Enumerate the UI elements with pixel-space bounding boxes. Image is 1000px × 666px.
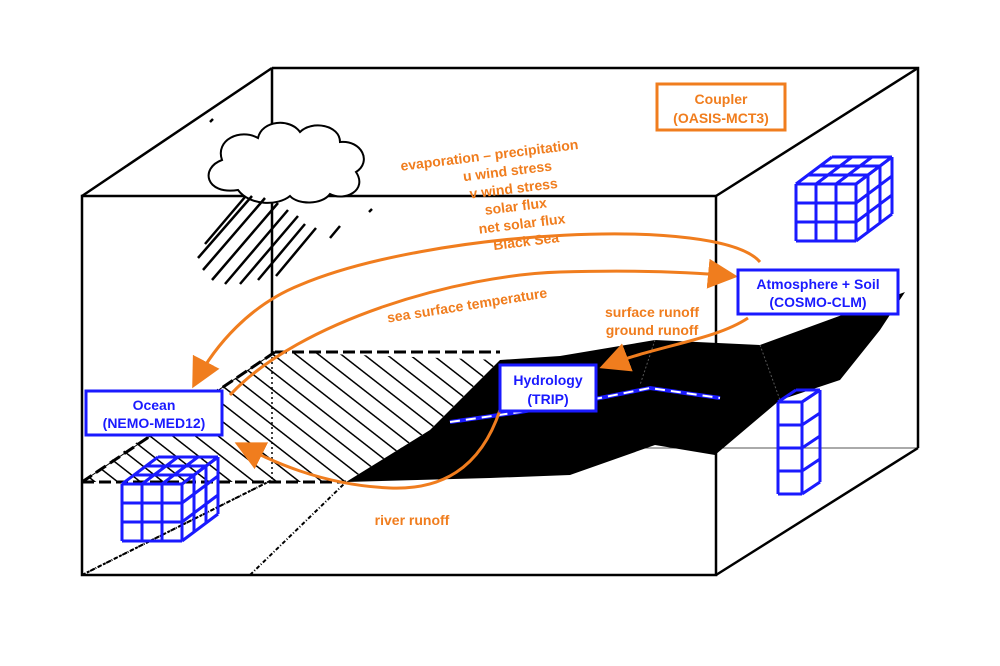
ocean-name: Ocean [133,397,176,413]
flux-label-3: solar flux [484,194,548,217]
grid-cube-icon [794,155,894,243]
flux-label-group: evaporation – precipitation u wind stres… [400,136,580,253]
runoff-label-0: surface runoff [605,304,699,320]
atmosphere-model: (COSMO-CLM) [769,294,866,310]
ocean-model: (NEMO-MED12) [103,415,206,431]
ocean-box: Ocean (NEMO-MED12) [84,389,224,437]
sst-label: sea surface temperature [386,284,549,325]
hydrology-name: Hydrology [513,372,582,388]
hydrology-model: (TRIP) [527,391,568,407]
arrow-ocean-to-atm [228,258,738,397]
coupler-model: (OASIS-MCT3) [673,110,769,126]
atmosphere-name: Atmosphere + Soil [756,276,879,292]
grid-cube-icon [776,388,822,496]
coupler-name: Coupler [695,91,748,107]
box-depth-top-left [81,66,273,198]
river-runoff-label: river runoff [375,512,450,528]
coupler-box: Coupler (OASIS-MCT3) [655,82,787,132]
box-depth-bottom-right [715,446,919,577]
arrow-atm-to-hydro [599,316,749,372]
box-depth-top-right [715,66,919,198]
hydrology-box: Hydrology (TRIP) [498,363,598,413]
cloud-icon [207,122,365,204]
flux-arrows [192,232,762,490]
runoff-label-1: ground runoff [606,322,699,338]
arrow-atm-to-ocean [192,232,762,389]
rain-icon [197,118,373,285]
atmosphere-box: Atmosphere + Soil (COSMO-CLM) [736,268,900,316]
arrow-hydro-to-ocean [234,409,502,490]
grid-cube-icon [120,455,220,543]
